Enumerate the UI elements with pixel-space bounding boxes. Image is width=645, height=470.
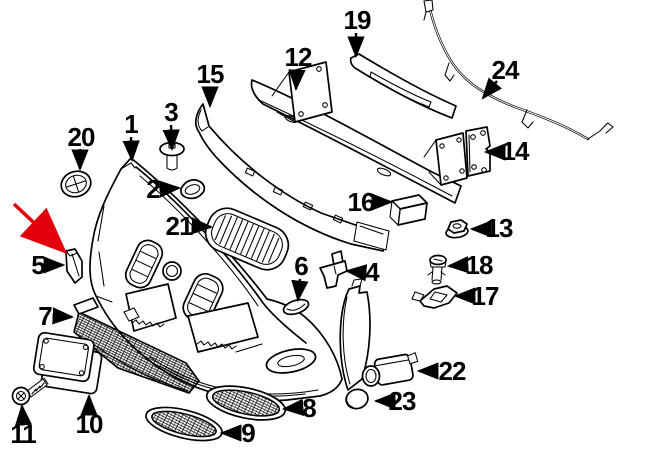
callout-part-10: 10 [76, 393, 104, 439]
part-5-side-trim-drawing [65, 248, 83, 284]
part-arrow-12 [288, 69, 306, 92]
part-19-cover-strip-drawing [349, 53, 457, 119]
part-label-5: 5 [31, 250, 45, 280]
callout-part-12: 12 [285, 42, 313, 92]
part-label-17: 17 [472, 281, 499, 311]
part-label-24: 24 [492, 55, 520, 85]
part-arrow-11 [14, 403, 33, 427]
part-label-14: 14 [502, 136, 530, 166]
part-arrow-24 [481, 77, 503, 100]
part-label-15: 15 [197, 59, 224, 89]
part-label-6: 6 [294, 251, 308, 281]
callout-part-7: 7 [38, 301, 75, 331]
callout-part-1: 1 [122, 109, 140, 163]
callout-part-14: 14 [483, 136, 531, 166]
part-label-16: 16 [348, 187, 375, 217]
part-23-sensor-cap-drawing [345, 388, 369, 410]
part-11-screw-drawing [11, 377, 49, 406]
part-label-3: 3 [164, 97, 178, 127]
part-15-energy-absorber-drawing [194, 103, 390, 252]
callout-part-6: 6 [291, 251, 309, 303]
part-arrow-2 [159, 180, 182, 198]
part-9-side-grille-drawing [145, 406, 223, 442]
part-arrow-18 [446, 256, 469, 274]
part-22-pdc-sensor-drawing [361, 352, 419, 387]
part-4-bracket-drawing [319, 250, 348, 289]
callout-part-23: 23 [373, 386, 417, 416]
callout-part-3: 3 [162, 97, 180, 152]
callout-part-8: 8 [281, 393, 317, 423]
part-24-wiring-harness-drawing [423, 0, 614, 141]
part-label-12: 12 [285, 42, 312, 72]
callout-part-5: 5 [31, 250, 66, 280]
part-6-cover-drawing [282, 298, 310, 316]
callout-part-13: 13 [469, 213, 514, 243]
part-label-18: 18 [466, 250, 493, 280]
part-label-10: 10 [76, 409, 103, 439]
part-label-13: 13 [486, 213, 513, 243]
part-arrow-4 [344, 264, 368, 282]
callout-part-22: 22 [416, 356, 467, 386]
part-2-grommet-drawing [180, 179, 206, 200]
part-label-20: 20 [68, 122, 95, 152]
part-13-hex-nut-drawing [445, 219, 469, 239]
callout-part-19: 19 [344, 5, 372, 59]
part-label-19: 19 [344, 5, 371, 35]
callout-part-11: 11 [10, 403, 37, 449]
callout-part-15: 15 [197, 59, 225, 109]
part-label-9: 9 [241, 418, 255, 448]
part-14-bracket-plate-drawing [465, 126, 491, 177]
part-8-side-grille-drawing [205, 385, 287, 421]
part-12-bumper-carrier-drawing [250, 61, 468, 204]
part-label-21: 21 [166, 211, 193, 241]
part-10-plate-base-drawing [32, 331, 103, 395]
part-label-2: 2 [146, 174, 160, 204]
part-arrow-3 [162, 124, 180, 152]
part-label-11: 11 [10, 419, 36, 449]
part-arrow-1 [122, 136, 140, 163]
part-arrow-8 [281, 398, 305, 416]
part-18-expansion-clip-drawing [427, 254, 447, 285]
part-label-8: 8 [302, 393, 316, 423]
highlight-arrow [12, 202, 68, 255]
callout-part-2: 2 [146, 174, 182, 204]
part-label-1: 1 [124, 109, 138, 139]
callout-part-4: 4 [344, 257, 381, 287]
part-label-4: 4 [365, 257, 380, 287]
part-arrow-21 [191, 217, 214, 235]
part-17-bracket-drawing [411, 285, 458, 309]
callout-part-16: 16 [348, 187, 394, 217]
part-20-emblem-drawing [60, 170, 92, 198]
part-arrow-7 [52, 307, 75, 325]
part-arrow-6 [291, 278, 309, 303]
part-label-22: 22 [439, 356, 466, 386]
callout-part-20: 20 [68, 122, 96, 172]
callout-part-21: 21 [166, 211, 214, 241]
callout-part-24: 24 [481, 55, 521, 100]
part-7-center-grille-drawing [73, 297, 201, 394]
part-1-bumper-cover-drawing [89, 157, 343, 402]
callout-part-9: 9 [219, 418, 256, 448]
part-label-23: 23 [389, 386, 416, 416]
artwork-layer [11, 0, 614, 442]
part-16-pad-drawing [389, 194, 428, 226]
callout-part-17: 17 [453, 281, 500, 311]
callout-part-18: 18 [446, 250, 494, 280]
part-label-7: 7 [38, 301, 52, 331]
